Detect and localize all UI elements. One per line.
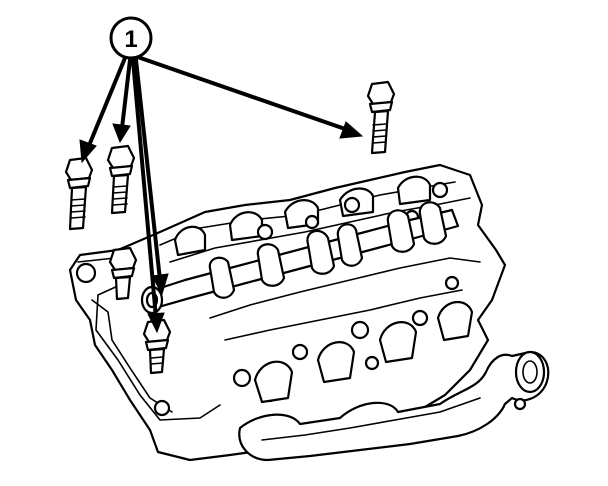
callout-arrowhead: [112, 123, 131, 144]
callout-leader-line: [127, 52, 350, 132]
cylinder-head-bolt: [366, 80, 396, 155]
callout-arrowhead: [79, 139, 97, 164]
callout-leader-line: [134, 58, 162, 282]
callout-balloon: 1: [109, 16, 153, 60]
cylinder-head-bolt: [106, 144, 136, 215]
callout-leader-line: [86, 56, 127, 150]
callout-arrows: [79, 52, 364, 334]
callout-leader-line: [120, 58, 132, 130]
callout-arrowhead: [151, 273, 169, 296]
cylinder-head-bolt: [64, 156, 94, 231]
cylinder-head-bolt: [142, 318, 172, 375]
callout-number: 1: [124, 26, 137, 53]
callout-arrowhead: [147, 312, 165, 334]
cylinder-head-bolt: [108, 246, 138, 301]
callout-arrowhead: [339, 121, 364, 139]
exhaust-manifold: [238, 350, 550, 462]
callout-leader-line: [131, 58, 158, 320]
camshaft: [140, 201, 460, 315]
